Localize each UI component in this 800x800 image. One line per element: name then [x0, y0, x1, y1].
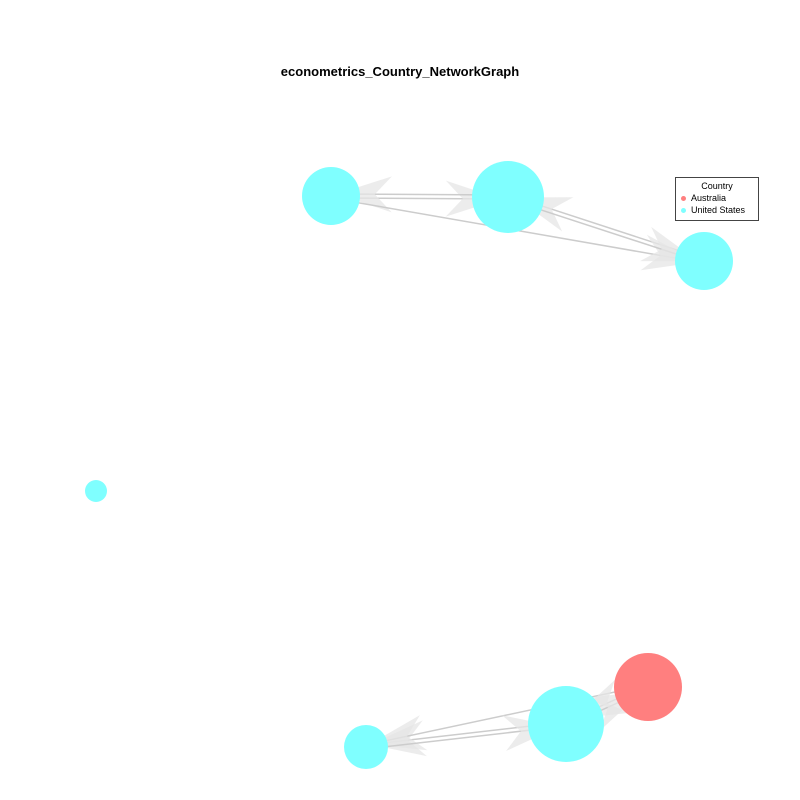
nodes-layer [85, 161, 733, 769]
legend-swatch-australia [681, 195, 686, 201]
legend-swatch-united-states [681, 207, 686, 213]
legend: Country Australia United States [675, 177, 759, 221]
legend-item-australia: Australia [676, 192, 758, 204]
legend-title: Country [701, 181, 733, 191]
node-n4 [85, 480, 107, 502]
node-n1 [472, 161, 544, 233]
graph-title: econometrics_Country_NetworkGraph [280, 64, 520, 79]
node-n6 [528, 686, 604, 762]
edge-arrowhead-n1-n2 [336, 176, 392, 213]
legend-label-united-states: United States [691, 205, 746, 215]
node-n7 [344, 725, 388, 769]
node-n5 [614, 653, 682, 721]
legend-label-australia: Australia [691, 193, 727, 203]
legend-item-united-states: United States [676, 204, 758, 216]
node-n3 [675, 232, 733, 290]
node-n2 [302, 167, 360, 225]
